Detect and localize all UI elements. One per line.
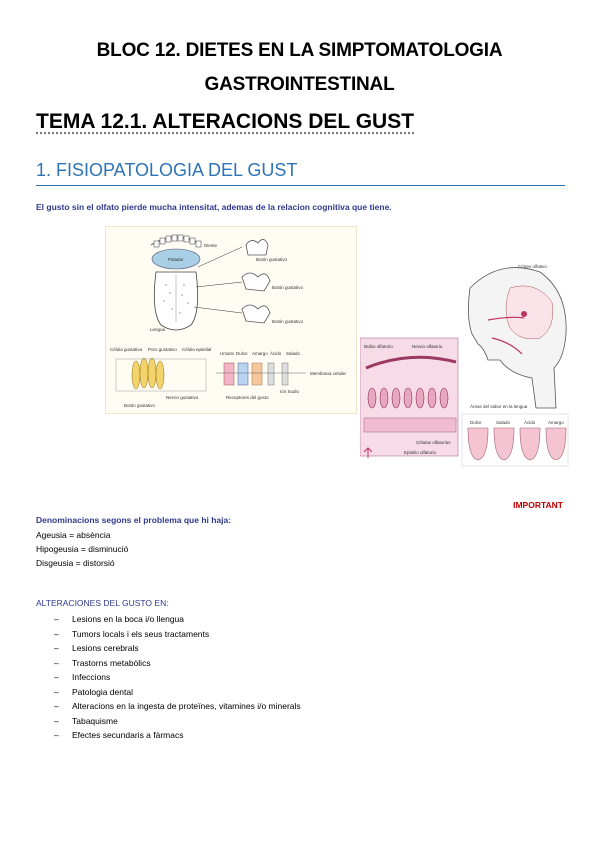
intro-text: El gusto sin el olfato pierde mucha inte…	[36, 202, 392, 212]
denomination-disgeusia: Disgeusia = distorsió	[36, 558, 115, 568]
label-nervio-olf: Nervio olfatorio	[412, 344, 443, 349]
alterations-heading: ALTERACIONES DEL GUSTO EN:	[36, 598, 169, 608]
list-item: –Tabaquisme	[54, 715, 118, 726]
label-celula-gustativa: Célula gustativa	[110, 347, 143, 352]
denomination-hipogeusia: Hipogeusia = disminució	[36, 544, 129, 554]
list-item: –Efectes secundaris a fàrmacs	[54, 730, 184, 740]
tema-heading: TEMA 12.1. ALTERACIONS DEL GUST	[36, 110, 415, 133]
label-sabor-acido: Ácido	[270, 350, 282, 356]
list-item: –Trastorns metabòlics	[54, 657, 151, 668]
label-epitelio: Epitelio olfatorio	[404, 450, 437, 455]
label-sabor-salado: Salado	[286, 351, 301, 356]
label-sabor-umami: Umami	[220, 351, 234, 356]
figure-tongue-taste-buds: Diente Paladar Lengua Botón gustativo Bo…	[105, 226, 357, 414]
label-receptores: Receptores del gusto	[226, 395, 269, 400]
section-heading: 1. FISIOPATOLOGIA DEL GUST	[36, 160, 298, 180]
label-taste-dulce: Dulce	[470, 420, 482, 425]
important-tag: IMPORTANT	[513, 500, 563, 510]
denomination-ageusia: Ageusia = absència	[36, 530, 111, 540]
list-item: –Patologia dental	[54, 686, 133, 697]
label-ion-sodio: Ión Sodio	[280, 389, 300, 394]
list-item: –Alteracions en la ingesta de proteïnes,…	[54, 701, 301, 711]
list-item: –Lesions cerebrals	[54, 643, 139, 653]
label-boton-gustativo: Botón gustativo	[124, 403, 156, 408]
label-paladar: Paladar	[168, 257, 184, 262]
list-item: –Infeccions	[54, 672, 111, 682]
label-poro-gustativo: Poro gustativo	[148, 347, 177, 352]
list-item: –Tumors locals i els seus tractaments	[54, 628, 210, 639]
label-boton-1: Botón gustativo	[256, 257, 288, 262]
label-taste-amargo: Amargo	[548, 420, 564, 425]
label-boton-2: Botón gustativo	[272, 285, 304, 290]
figure-olfaction-tongue-areas: Córtex olfativo Bulbo olfatorio Nervio o…	[359, 258, 570, 470]
label-cortex: Córtex olfativo	[518, 264, 547, 269]
label-areas-lengua: Áreas del sabor en la lengua	[470, 403, 528, 409]
label-sabor-dulce: Dulce	[236, 351, 248, 356]
label-taste-salado: Salado	[496, 420, 511, 425]
alterations-list: –Lesions en la boca i/o llengua –Tumors …	[54, 612, 301, 743]
section-rule	[36, 185, 565, 186]
document-title-line1: BLOC 12. DIETES EN LA SIMPTOMATOLOGIA	[96, 40, 503, 61]
label-diente: Diente	[204, 243, 218, 248]
label-celula-olf: Células olfatorias	[416, 440, 451, 445]
label-membrana: Membrana celular	[310, 371, 347, 376]
label-taste-acido: Ácido	[524, 419, 536, 425]
label-bulbo: Bulbo olfatorio	[364, 344, 393, 349]
label-celula-epitelial: Célula epitelial	[182, 347, 211, 352]
document-title-line2: GASTROINTESTINAL	[204, 74, 395, 95]
label-lengua: Lengua	[150, 327, 166, 332]
label-nervio-gustativo: Nervio gustativo	[166, 395, 199, 400]
list-item: –Lesions en la boca i/o llengua	[54, 614, 184, 624]
denominations-heading: Denominacions segons el problema que hi …	[36, 515, 232, 525]
label-boton-3: Botón gustativo	[272, 319, 304, 324]
label-sabor-amargo: Amargo	[252, 351, 268, 356]
